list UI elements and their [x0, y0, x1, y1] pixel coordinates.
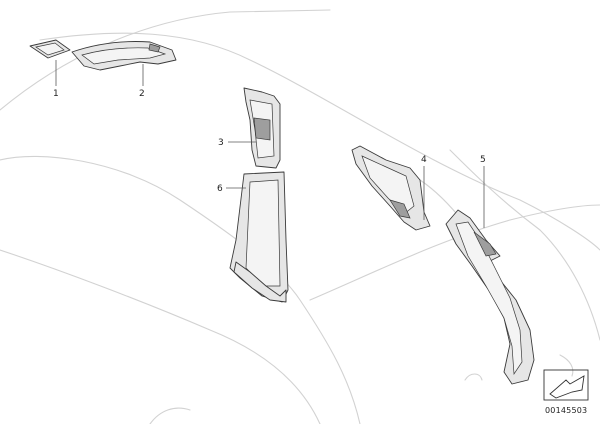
callout-5: 5 [480, 155, 486, 165]
part-5-d-pillar-trim [445, 166, 535, 385]
callout-4: 4 [421, 155, 427, 165]
callout-2: 2 [139, 89, 145, 99]
part-2-upper-trim [71, 41, 177, 86]
part-3-b-pillar-upper [228, 87, 281, 169]
callout-1: 1 [53, 89, 59, 99]
part-4-c-pillar-upper [351, 145, 431, 231]
part-1-cover-cap [29, 39, 71, 86]
part-6-b-pillar-lower [226, 171, 289, 303]
callout-6: 6 [217, 184, 223, 194]
view-direction-arrow-icon [543, 369, 589, 401]
reference-code: 00145503 [545, 406, 587, 415]
callout-3: 3 [218, 138, 224, 148]
